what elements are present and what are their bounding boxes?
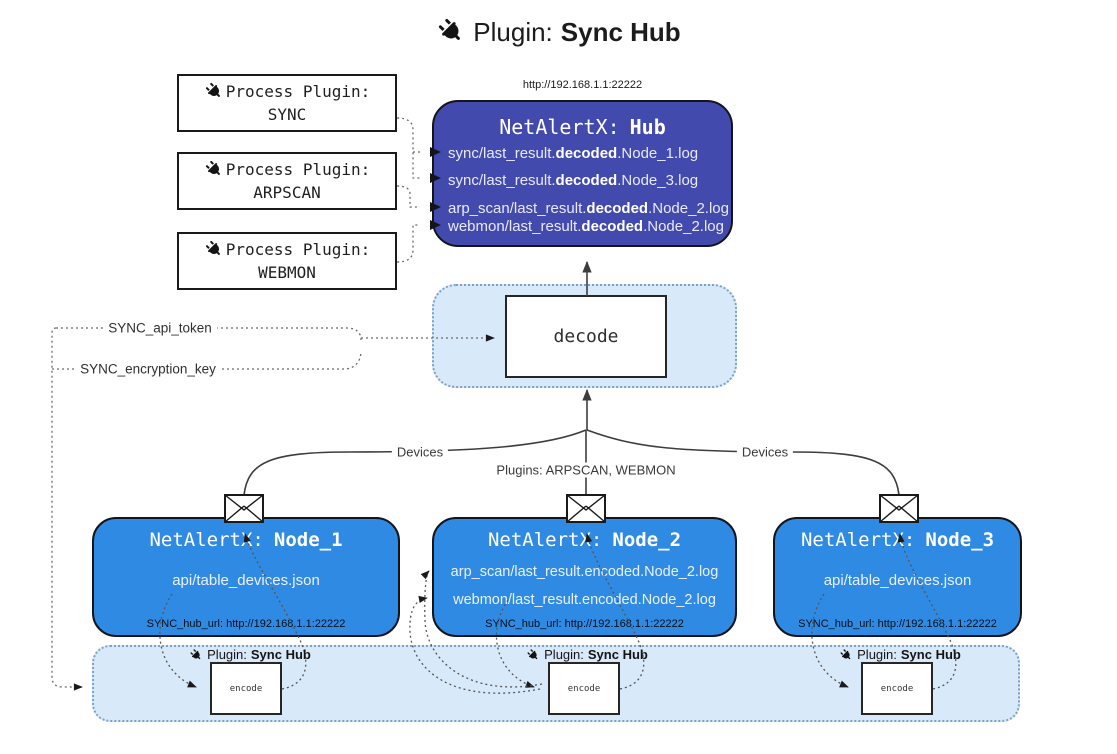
encode-box: encode <box>861 662 933 715</box>
edge-sync-to-hub <box>396 117 420 179</box>
hub-log-line: sync/last_result.decoded.Node_3.log <box>448 172 699 189</box>
plug-icon <box>203 81 224 102</box>
plug-icon <box>189 648 204 662</box>
encode-box: encode <box>210 662 282 715</box>
hub-title-prefix: NetAlertX: <box>499 115 620 139</box>
node-log-line: api/table_devices.json <box>823 572 972 589</box>
node-hub-url: SYNC_hub_url: http://192.168.1.1:22222 <box>798 618 997 630</box>
plug-icon <box>839 648 854 662</box>
process-plugin-label: Process Plugin: <box>225 81 371 101</box>
node-log-line: arp_scan/last_result.encoded.Node_2.log <box>450 564 719 580</box>
node-box-node3: NetAlertX:Node_3 api/table_devices.json … <box>773 517 1022 637</box>
page-title-prefix: Plugin: <box>473 17 553 47</box>
api-token-label: SYNC_api_token <box>103 320 217 336</box>
edge-webmon-to-hub <box>396 224 420 263</box>
process-plugin-name: WEBMON <box>258 263 316 282</box>
hub-log-line: webmon/last_result.decoded.Node_2.log <box>448 218 724 235</box>
encryption-key-label: SYNC_encryption_key <box>75 361 221 377</box>
plug-icon <box>203 159 224 180</box>
decode-label: decode <box>553 326 619 347</box>
node-title: NetAlertX:Node_3 <box>800 529 995 551</box>
hub-title-name: Hub <box>629 115 666 139</box>
process-plugin-label: Process Plugin: <box>225 239 371 259</box>
encoder-plugin-label: Plugin:Sync Hub <box>189 647 311 662</box>
encoder-plugin-label: Plugin:Sync Hub <box>839 647 961 662</box>
hub-box: NetAlertX: Hub sync/last_result.decoded.N… <box>432 100 733 247</box>
process-plugin-label: Process Plugin: <box>225 159 371 179</box>
decode-box: decode <box>505 295 667 378</box>
node-hub-url: SYNC_hub_url: http://192.168.1.1:22222 <box>485 618 684 630</box>
devices-right-label: Devices <box>736 444 794 460</box>
hub-title: NetAlertX: Hub <box>434 115 731 139</box>
node-log-line: webmon/last_result.encoded.Node_2.log <box>453 592 716 608</box>
encoder-plugin-label: Plugin:Sync Hub <box>526 647 648 662</box>
plugins-center-label: Plugins: ARPSCAN, WEBMON <box>491 462 681 478</box>
node-title: NetAlertX:Node_1 <box>149 529 343 551</box>
node-box-node1: NetAlertX:Node_1 api/table_devices.json … <box>92 517 400 637</box>
process-plugin-box-webmon: Process Plugin: WEBMON <box>177 232 397 290</box>
plug-icon <box>203 239 224 260</box>
node-hub-url: SYNC_hub_url: http://192.168.1.1:22222 <box>146 618 346 630</box>
edge-config-to-band <box>51 327 83 691</box>
process-plugin-name: SYNC <box>267 105 307 124</box>
hub-log-line: sync/last_result.decoded.Node_1.log <box>448 145 699 162</box>
process-plugin-name: ARPSCAN <box>253 183 321 202</box>
node-log-line: api/table_devices.json <box>172 572 320 589</box>
encode-box: encode <box>548 662 620 715</box>
node-box-node2: NetAlertX:Node_2 arp_scan/last_result.en… <box>432 517 737 637</box>
page-title: Plugin:Sync Hub <box>0 16 1117 48</box>
devices-left-label: Devices <box>391 444 449 460</box>
page-title-name: Sync Hub <box>560 17 681 47</box>
process-plugin-box-sync: Process Plugin: SYNC <box>177 74 397 132</box>
edge-arpscan-to-hub <box>396 185 420 208</box>
hub-log-line: arp_scan/last_result.decoded.Node_2.log <box>448 200 729 217</box>
process-plugin-box-arpscan: Process Plugin: ARPSCAN <box>177 152 397 210</box>
plug-icon <box>436 16 467 46</box>
node-title: NetAlertX:Node_2 <box>487 529 682 551</box>
hub-url-label: http://192.168.1.1:22222 <box>522 79 643 91</box>
plug-icon <box>526 648 541 662</box>
